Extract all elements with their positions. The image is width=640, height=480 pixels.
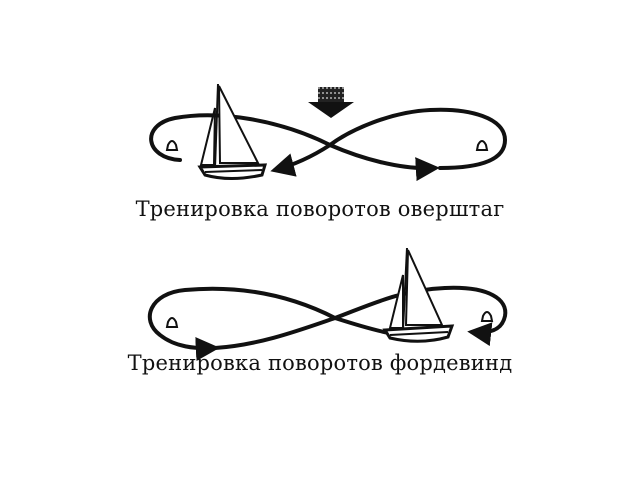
jibing-downwind-diagram [147,247,508,361]
course-path-left-loop [149,113,332,162]
course-path-right-loop [443,285,508,347]
diagram-caption-jibing: Тренировка поворотов фордевинд [127,351,513,375]
buoy-icon [480,311,494,322]
course-path-left-loop [147,286,337,361]
sailboat-icon [197,83,268,180]
tacking-upwind-diagram [149,83,508,182]
course-path-cross-2 [270,143,332,177]
diagram-caption-tacking: Тренировка поворотов оверштаг [135,197,505,221]
buoy-icon [165,140,179,151]
course-path-right-loop [328,107,508,170]
buoy-icon [475,140,489,151]
buoy-icon [165,317,179,328]
course-path-cross-1 [328,143,440,182]
sailboat-icon [382,247,455,343]
wind-direction-arrow-icon [308,87,354,118]
